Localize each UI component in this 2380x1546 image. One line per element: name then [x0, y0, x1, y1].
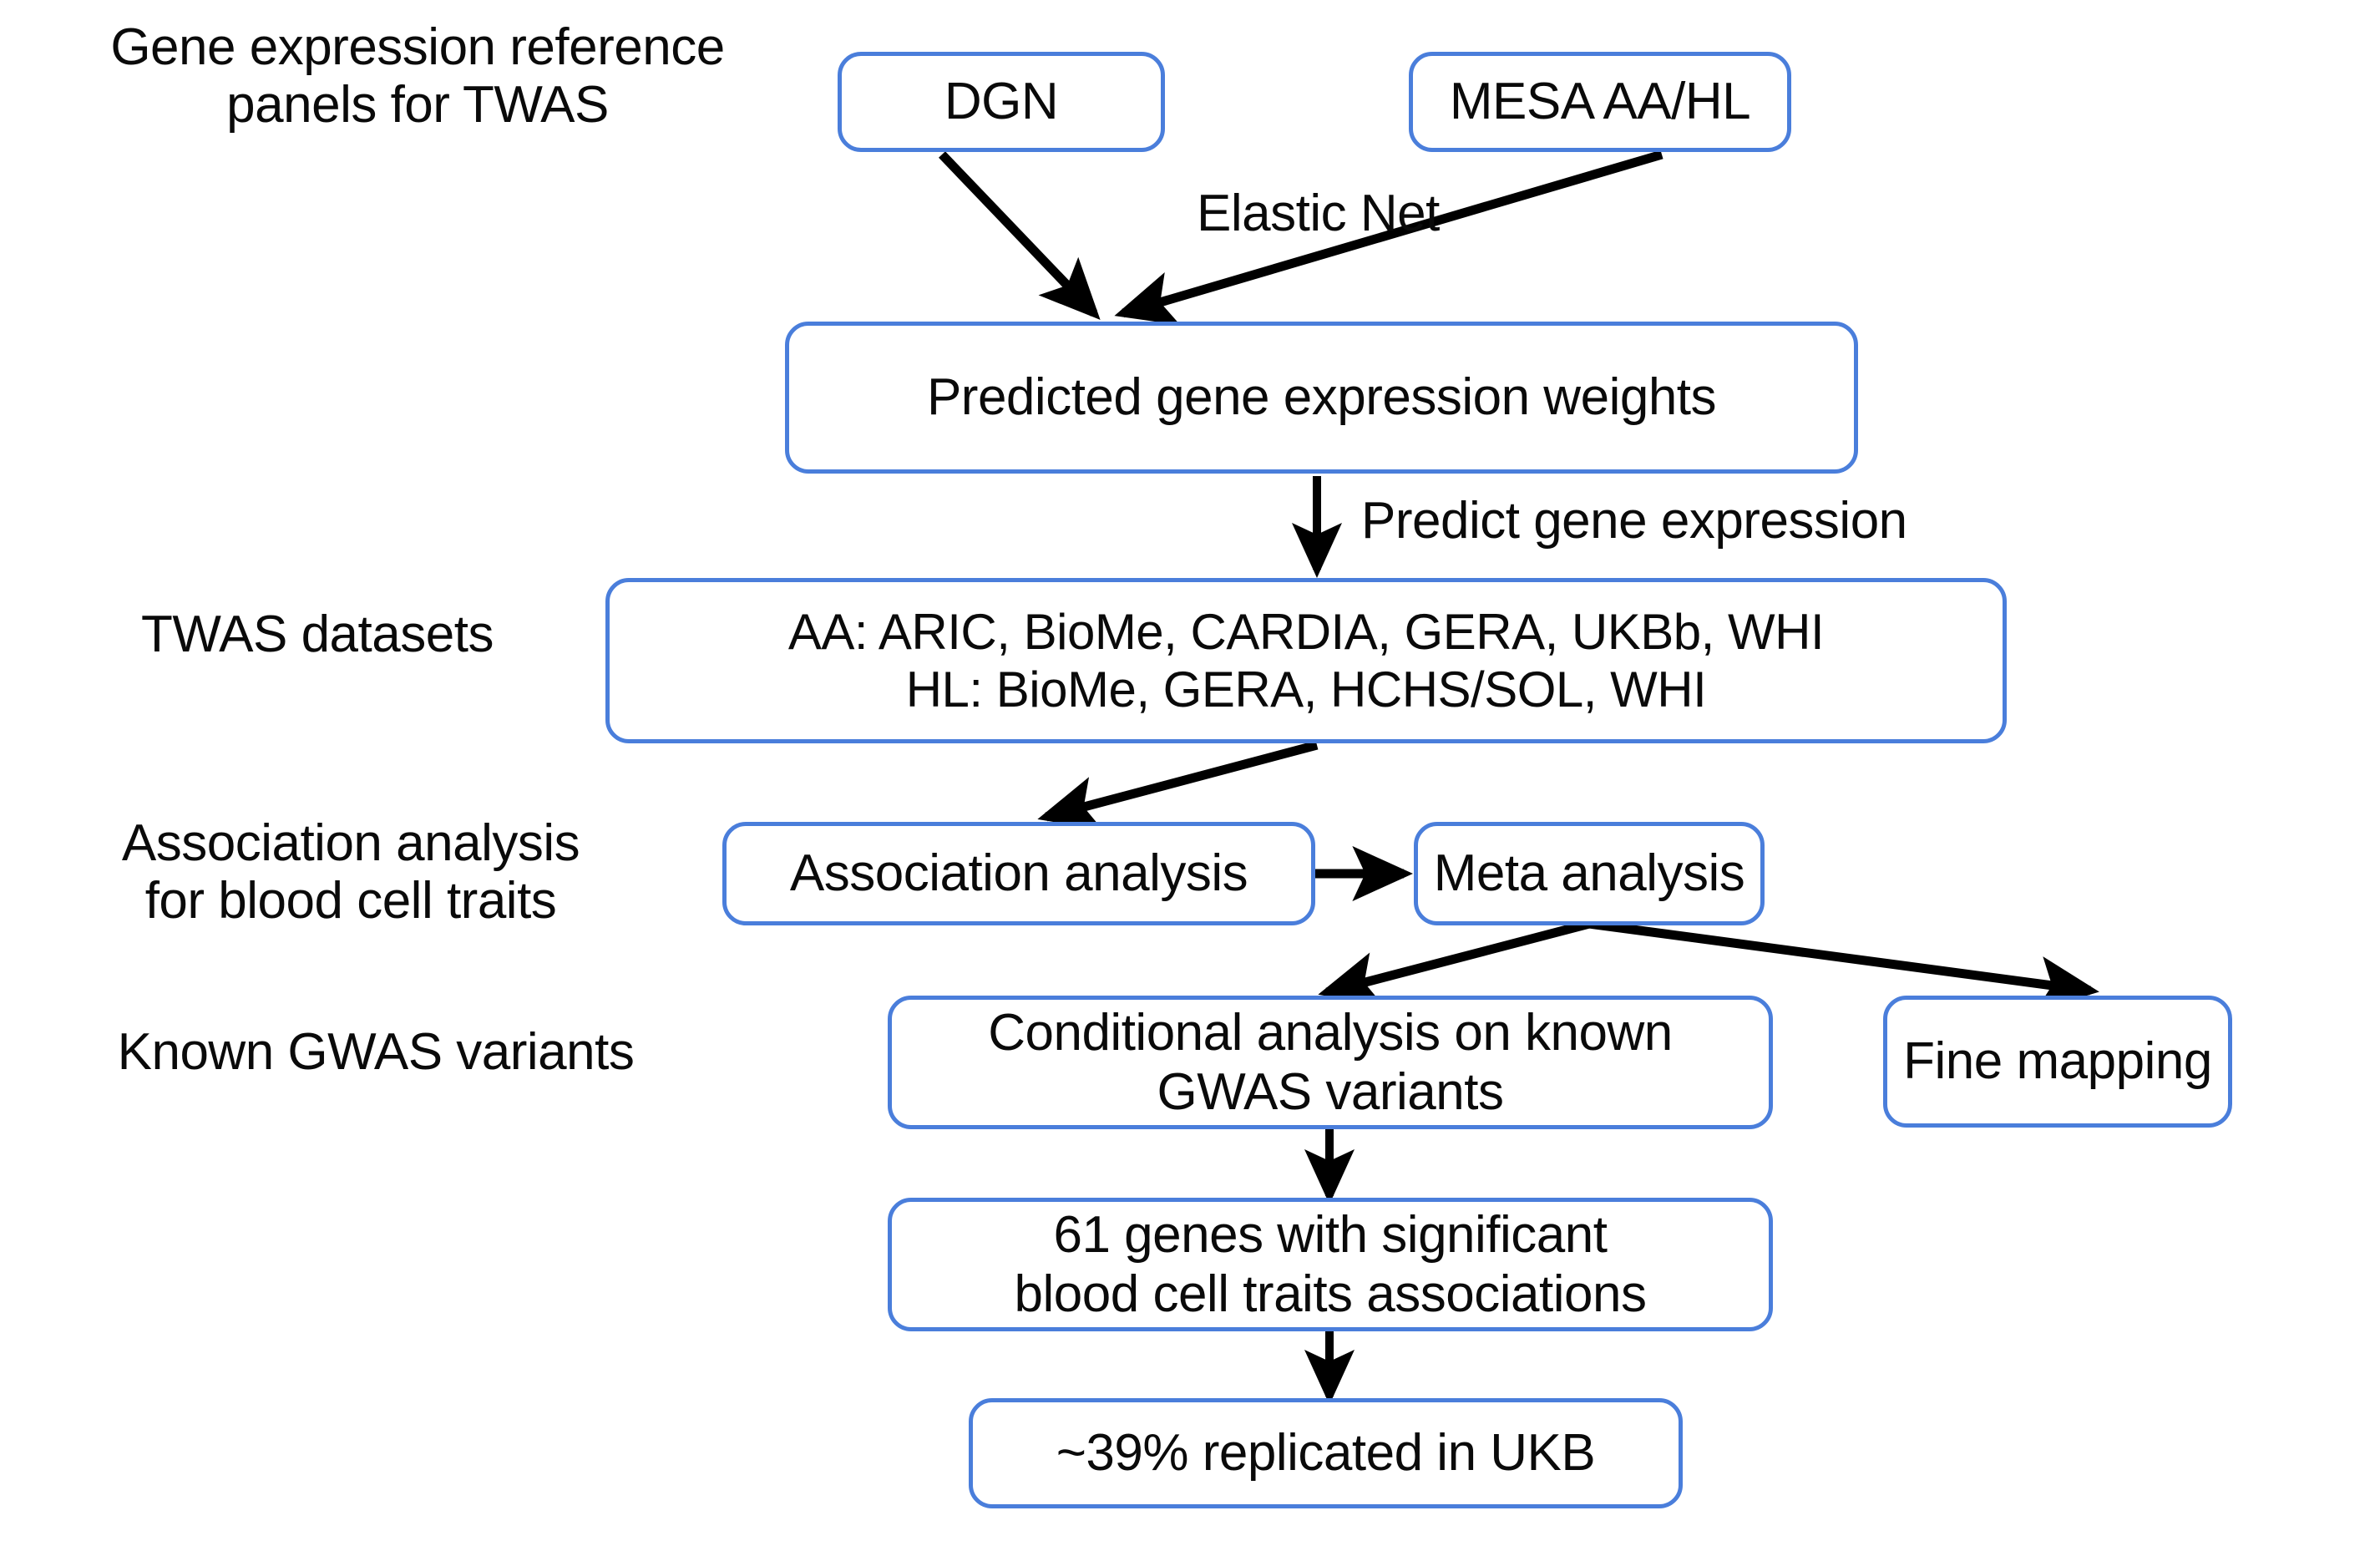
- edge-meta-to-conditional: [1318, 919, 1591, 1006]
- node-fine-mapping[interactable]: Fine mapping: [1883, 996, 2232, 1128]
- row-label-twas-datasets: TWAS datasets: [141, 606, 494, 663]
- edge-label-predict-gene-expression: Predict gene expression: [1361, 492, 1907, 550]
- node-conditional-analysis[interactable]: Conditional analysis on known GWAS varia…: [888, 996, 1773, 1129]
- row-label-gene-expression-panels: Gene expression reference panels for TWA…: [110, 18, 725, 134]
- node-dgn[interactable]: DGN: [838, 52, 1165, 152]
- node-replication-ukb[interactable]: ~39% replicated in UKB: [969, 1398, 1683, 1508]
- node-meta-analysis[interactable]: Meta analysis: [1414, 822, 1765, 925]
- edge-label-elastic-net: Elastic Net: [1197, 185, 1440, 242]
- node-twas-datasets[interactable]: AA: ARIC, BioMe, CARDIA, GERA, UKBb, WHI…: [605, 578, 2007, 743]
- edge-dgn-to-weights: [939, 151, 1101, 320]
- node-mesa-aa-hl[interactable]: MESA AA/HL: [1409, 52, 1791, 152]
- row-label-association-analysis: Association analysis for blood cell trai…: [121, 814, 580, 930]
- row-label-known-gwas-variants: Known GWAS variants: [117, 1023, 635, 1081]
- node-predicted-gene-expression-weights[interactable]: Predicted gene expression weights: [785, 322, 1858, 474]
- edge-datasets-to-association: [1037, 740, 1319, 831]
- edge-meta-to-finemapping: [1588, 919, 2099, 1011]
- node-association-analysis[interactable]: Association analysis: [722, 822, 1315, 925]
- node-significant-genes[interactable]: 61 genes with significant blood cell tra…: [888, 1198, 1773, 1331]
